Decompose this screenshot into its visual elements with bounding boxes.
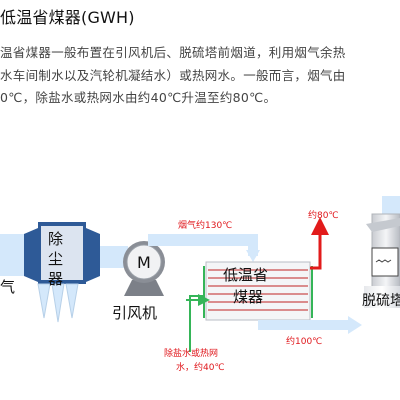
paragraph-line-1: 温省煤器一般布置在引风机后、脱硫塔前烟道，利用烟气余热 [0, 45, 346, 60]
flue-inlet-arrow [246, 250, 260, 262]
flue-duct-to-fan [100, 246, 128, 268]
left-cut-label: 气 [0, 278, 15, 296]
economizer-label-1: 低温省 [223, 266, 268, 284]
water-out-label: 约80℃ [308, 209, 339, 221]
page-title: 低温省煤器(GWH) [0, 8, 135, 27]
water-in-label-2: 水，约40℃ [176, 361, 225, 373]
flue-gas-in-label: 烟气约130℃ [178, 219, 232, 231]
dust-collector-label-2: 尘 [48, 250, 63, 268]
hot-water-pipe [310, 217, 329, 270]
desulfur-label: 脱硫塔 [362, 293, 400, 309]
flue-duct-to-desulfur [258, 320, 354, 330]
cold-water-pipe-a [189, 295, 204, 352]
economizer-label-2: 煤器 [233, 288, 263, 306]
flue-gas-out-label: 约100℃ [286, 335, 322, 347]
desulfurization-tower [364, 196, 400, 308]
paragraph-line-3: 0℃，除盐水或热网水由约40℃升温至约80℃。 [0, 90, 277, 105]
dust-collector-label-3: 器 [48, 270, 63, 288]
induced-draft-fan [123, 241, 165, 296]
fan-motor-symbol: M [137, 253, 151, 272]
low-temp-economizer [203, 261, 313, 321]
fan-label: 引风机 [112, 304, 157, 322]
dust-collector-label-1: 除 [48, 230, 63, 248]
flue-duct-inlet [0, 234, 24, 276]
paragraph-line-2: 水车间制水以及汽轮机凝结水）或热网水。一般而言，烟气由 [0, 68, 346, 83]
flue-duct-to-economizer [148, 234, 258, 246]
water-in-label-1: 除盐水或热网 [164, 347, 218, 359]
dust-collector [24, 222, 100, 323]
